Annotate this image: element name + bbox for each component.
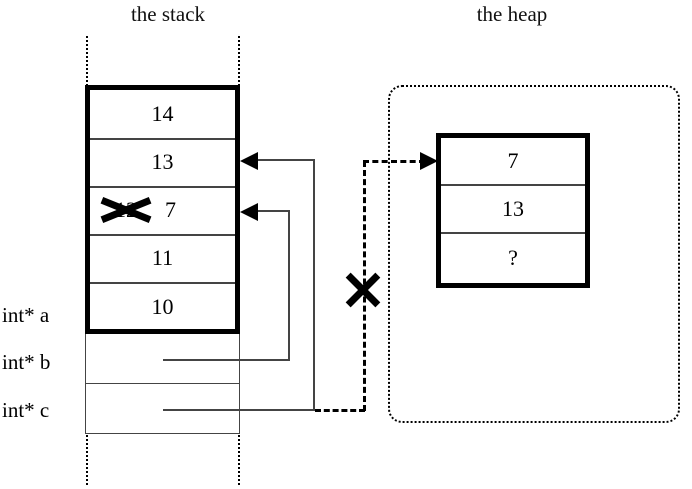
pointer-b-segment-vertical: [288, 211, 290, 361]
dangling-pointer-segment-upper: [363, 160, 425, 163]
stack-cell-0: 14: [90, 90, 235, 140]
x-cross-icon: [345, 272, 381, 308]
stack-title: the stack: [130, 2, 206, 26]
struck-out-value: 12: [100, 197, 152, 223]
heap-cell-1: 13: [441, 186, 585, 235]
stack-cell-3: 11: [90, 234, 235, 284]
heap-cell-2-value: ?: [508, 245, 518, 271]
heap-cell-0: 7: [441, 138, 585, 187]
stack-cell-4-value: 10: [151, 294, 174, 319]
pointer-c-segment-vertical: [313, 160, 315, 411]
dangling-pointer-segment-lower: [315, 409, 365, 412]
heap-cell-1-value: 13: [502, 196, 524, 222]
stack-cell-3-value: 11: [151, 245, 174, 270]
heap-cell-2: ?: [441, 234, 585, 282]
label-int-b: int* b: [2, 350, 51, 374]
dangling-pointer-arrowhead: [420, 152, 438, 170]
pointer-c-segment-horizontal-lower: [163, 409, 315, 411]
stack-cell-2-new-value: 7: [165, 197, 176, 222]
pointer-c-arrowhead: [240, 152, 258, 170]
heap-cell-0-value: 7: [507, 148, 519, 174]
heap-block: 7 13 ?: [436, 133, 590, 288]
stack-continuation-top-right: [238, 36, 240, 86]
pointer-c-segment-horizontal-upper: [244, 159, 315, 161]
stack-continuation-bottom-left: [86, 435, 88, 485]
stack-cell-1: 13: [90, 138, 235, 188]
stack-continuation-top-left: [86, 36, 88, 86]
stack-cell-4: 10: [90, 282, 235, 332]
pointer-b-segment-horizontal-lower: [163, 359, 290, 361]
pointer-b-segment-horizontal-upper: [244, 210, 290, 212]
stack-cell-2-overwrite: 12 7: [100, 197, 176, 223]
label-int-c: int* c: [2, 398, 50, 422]
stack-continuation-bottom-right: [238, 435, 240, 485]
stack-cell-2: [90, 186, 235, 236]
stack-cell-0-value: 14: [151, 101, 174, 126]
heap-title: the heap: [476, 2, 548, 26]
stack-array: 14 13 11 10: [85, 85, 240, 334]
stack-cell-1-value: 13: [151, 149, 174, 174]
heap-region: [388, 85, 680, 423]
pointer-b-arrowhead: [240, 203, 258, 221]
label-int-a: int* a: [2, 303, 50, 327]
